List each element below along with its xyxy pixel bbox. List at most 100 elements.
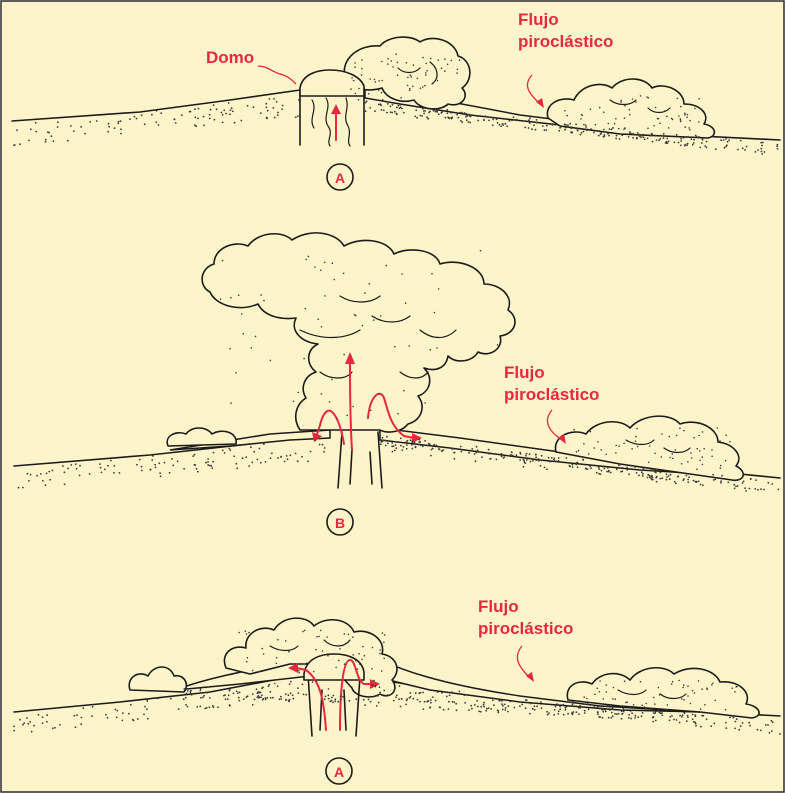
stipple-dot (628, 717, 630, 719)
stipple-dot (222, 114, 224, 116)
stipple-dot (269, 691, 271, 693)
stipple-dot (711, 684, 713, 686)
stipple-dot (403, 112, 405, 114)
stipple-dot (52, 727, 54, 729)
stipple-dot (141, 466, 143, 468)
stipple-dot (430, 702, 432, 704)
stipple-dot (22, 487, 24, 489)
stipple-dot (578, 707, 580, 709)
stipple-dot (378, 702, 380, 704)
stipple-dot (223, 109, 225, 111)
stipple-dot (651, 476, 653, 478)
stipple-dot (680, 118, 682, 120)
stipple-dot (471, 708, 473, 710)
stipple-dot (481, 456, 483, 458)
stipple-dot (710, 725, 712, 727)
stipple-dot (651, 133, 653, 135)
stipple-dot (259, 691, 261, 693)
stipple-dot (156, 110, 158, 112)
stipple-dot (497, 712, 499, 714)
stipple-dot (526, 459, 528, 461)
stipple-dot (597, 714, 599, 716)
stipple-dot (290, 692, 292, 694)
stipple-dot (169, 472, 171, 474)
stipple-dot (643, 137, 645, 139)
stipple-dot (416, 117, 418, 119)
stipple-dot (483, 704, 485, 706)
stipple-dot (635, 441, 637, 443)
stipple-dot (411, 448, 413, 450)
stipple-dot (412, 86, 414, 88)
stipple-dot (504, 709, 506, 711)
stipple-dot (631, 448, 633, 450)
stipple-dot (553, 458, 555, 460)
stipple-dot (511, 120, 513, 122)
stipple-dot (400, 445, 402, 447)
stipple-dot (585, 468, 587, 470)
stipple-dot (89, 121, 91, 123)
stage-label: B (335, 515, 345, 531)
stipple-dot (733, 484, 735, 486)
stipple-dot (635, 436, 637, 438)
stipple-dot (277, 457, 279, 459)
stipple-dot (663, 133, 665, 135)
stipple-dot (359, 664, 361, 666)
flow-label-line2: piroclástico (518, 32, 613, 51)
stipple-dot (583, 131, 585, 133)
stipple-dot (373, 319, 375, 321)
stipple-dot (113, 465, 115, 467)
stipple-dot (635, 101, 637, 103)
stipple-dot (680, 106, 682, 108)
stipple-dot (702, 139, 704, 141)
stipple-dot (362, 646, 364, 648)
stipple-dot (211, 467, 213, 469)
stipple-dot (668, 127, 670, 129)
stipple-dot (676, 719, 678, 721)
stipple-dot (731, 687, 733, 689)
stipple-dot (42, 722, 44, 724)
stipple-dot (290, 681, 292, 683)
stipple-dot (621, 134, 623, 136)
stipple-dot (672, 453, 674, 455)
stipple-dot (719, 440, 721, 442)
stipple-dot (327, 694, 329, 696)
stipple-dot (380, 315, 382, 317)
stipple-dot (652, 470, 654, 472)
stipple-dot (737, 485, 739, 487)
stipple-dot (698, 435, 700, 437)
stipple-dot (343, 273, 345, 275)
stipple-dot (577, 466, 579, 468)
stipple-dot (403, 446, 405, 448)
stipple-dot (420, 692, 422, 694)
stipple-dot (642, 475, 644, 477)
stipple-dot (597, 441, 599, 443)
stipple-dot (355, 660, 357, 662)
stipple-dot (540, 701, 542, 703)
stipple-dot (461, 451, 463, 453)
stipple-dot (54, 727, 56, 729)
stipple-dot (499, 124, 501, 126)
stipple-dot (761, 145, 763, 147)
stipple-dot (381, 109, 383, 111)
stipple-dot (342, 696, 344, 698)
stipple-dot (498, 700, 500, 702)
stipple-dot (706, 147, 708, 149)
stipple-dot (147, 718, 149, 720)
stipple-dot (121, 720, 123, 722)
stipple-dot (607, 133, 609, 135)
stipple-dot (496, 459, 498, 461)
stage-label: A (334, 764, 344, 780)
stipple-dot (535, 129, 537, 131)
stipple-dot (430, 699, 432, 701)
stipple-dot (46, 473, 48, 475)
stipple-dot (599, 107, 601, 109)
stipple-dot (453, 701, 455, 703)
stipple-dot (348, 634, 350, 636)
flow-label-line2: piroclástico (504, 385, 599, 404)
stipple-dot (265, 103, 267, 105)
stipple-dot (144, 123, 146, 125)
stipple-dot (401, 108, 403, 110)
stipple-dot (260, 294, 262, 296)
stipple-dot (556, 460, 558, 462)
stipple-dot (700, 484, 702, 486)
